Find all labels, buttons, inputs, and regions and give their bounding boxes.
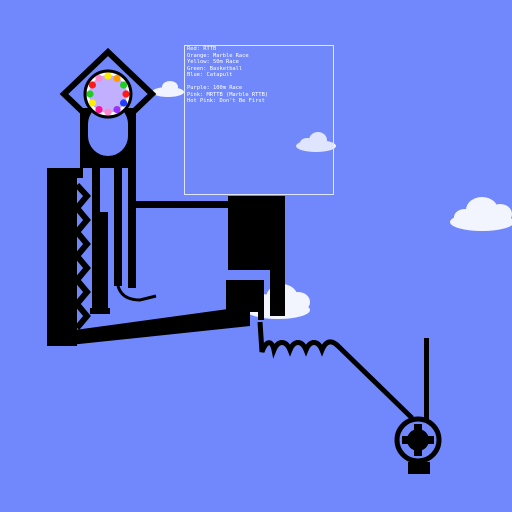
cloud-icon bbox=[152, 81, 184, 97]
diagonal-rail bbox=[334, 342, 414, 420]
circle-icon bbox=[122, 90, 130, 98]
marbles bbox=[86, 72, 130, 116]
legend-entry: Red: RTTB bbox=[187, 46, 217, 52]
marble-cluster bbox=[83, 69, 133, 119]
connector-bar bbox=[136, 201, 228, 208]
circle-icon bbox=[104, 72, 112, 80]
legend-entry: Purple: 100m Race bbox=[187, 85, 243, 91]
bottom-ramp bbox=[60, 306, 250, 346]
circle-icon bbox=[88, 81, 96, 89]
circle-icon bbox=[88, 99, 96, 107]
circle-icon bbox=[86, 90, 94, 98]
cloud-icon bbox=[450, 197, 512, 231]
legend-entry: Green: Basketball bbox=[187, 65, 243, 72]
legend-entry: Pink: MRTTB (Marble RTTB) bbox=[187, 91, 269, 98]
circle-icon bbox=[113, 106, 121, 114]
circle-icon bbox=[120, 99, 128, 107]
circle-icon bbox=[104, 108, 112, 116]
legend-entry: Hot Pink: Don't Be First bbox=[187, 98, 265, 104]
circle-icon bbox=[113, 74, 121, 82]
left-wall bbox=[47, 168, 91, 346]
marble-hopper bbox=[59, 47, 157, 168]
spinner-wheel bbox=[394, 416, 442, 474]
right-block bbox=[226, 196, 285, 320]
cloud-icon bbox=[296, 132, 336, 152]
legend-entry: Yellow: 50m Race bbox=[187, 59, 239, 65]
circle-icon bbox=[95, 74, 103, 82]
drop-tubes bbox=[90, 168, 157, 314]
legend-entry: Orange: Marble Race bbox=[187, 52, 249, 59]
circle-icon bbox=[95, 106, 103, 114]
legend-entry: Blue: Catapult bbox=[187, 72, 233, 78]
circle-icon bbox=[120, 81, 128, 89]
spring-coil bbox=[257, 321, 340, 359]
vertical-pole bbox=[424, 338, 429, 420]
